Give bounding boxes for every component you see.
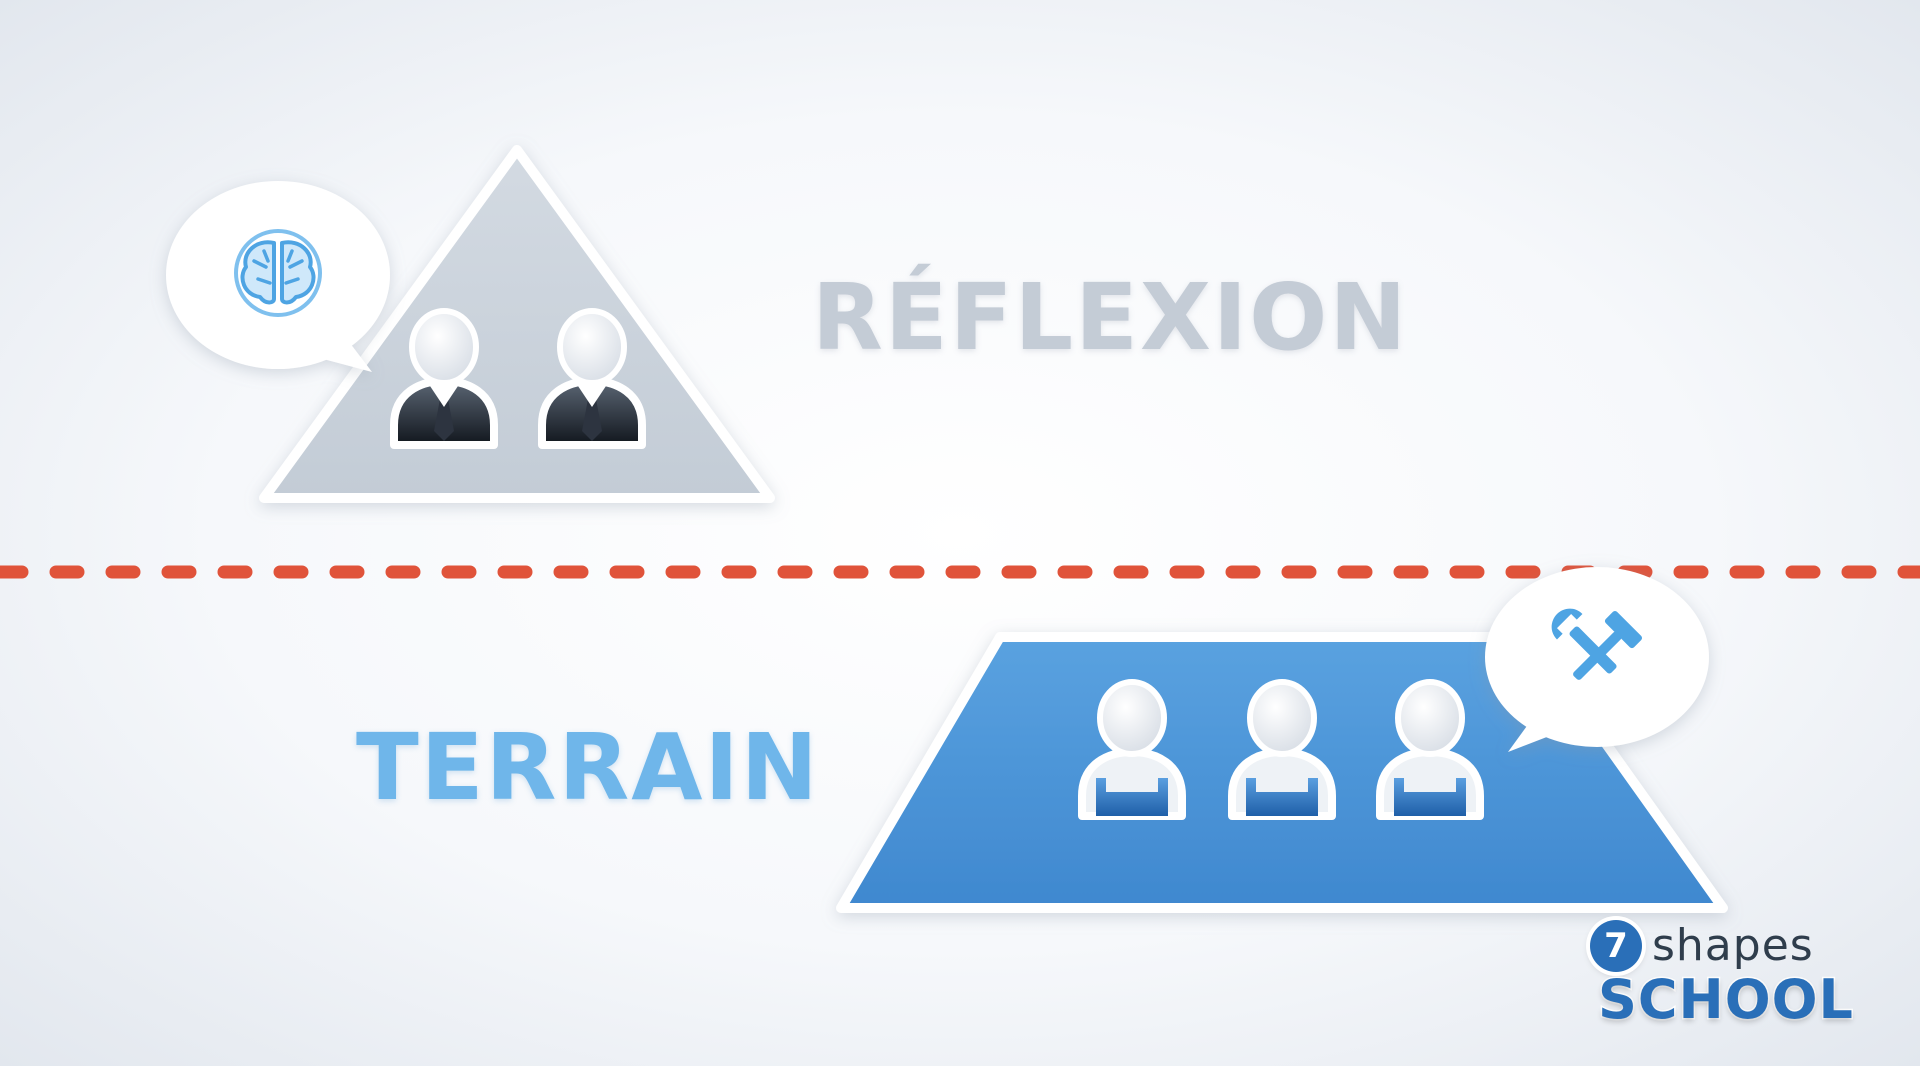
logo-wordmark-bottom: SCHOOL — [1597, 968, 1855, 1031]
worker-figure — [1228, 679, 1336, 820]
brand-logo: 7 shapes SCHOOL — [1590, 918, 1854, 1031]
worker-figure — [1376, 679, 1484, 820]
reflexion-heading: RÉFLEXION — [812, 264, 1409, 371]
logo-wordmark-top: shapes — [1652, 920, 1814, 971]
terrain-heading: TERRAIN — [356, 714, 820, 821]
tools-icon — [1551, 608, 1643, 680]
brain-icon — [234, 229, 322, 317]
manager-figure — [390, 308, 498, 449]
logo-badge: 7 — [1590, 920, 1642, 972]
manager-figure — [538, 308, 646, 449]
worker-figure — [1078, 679, 1186, 820]
